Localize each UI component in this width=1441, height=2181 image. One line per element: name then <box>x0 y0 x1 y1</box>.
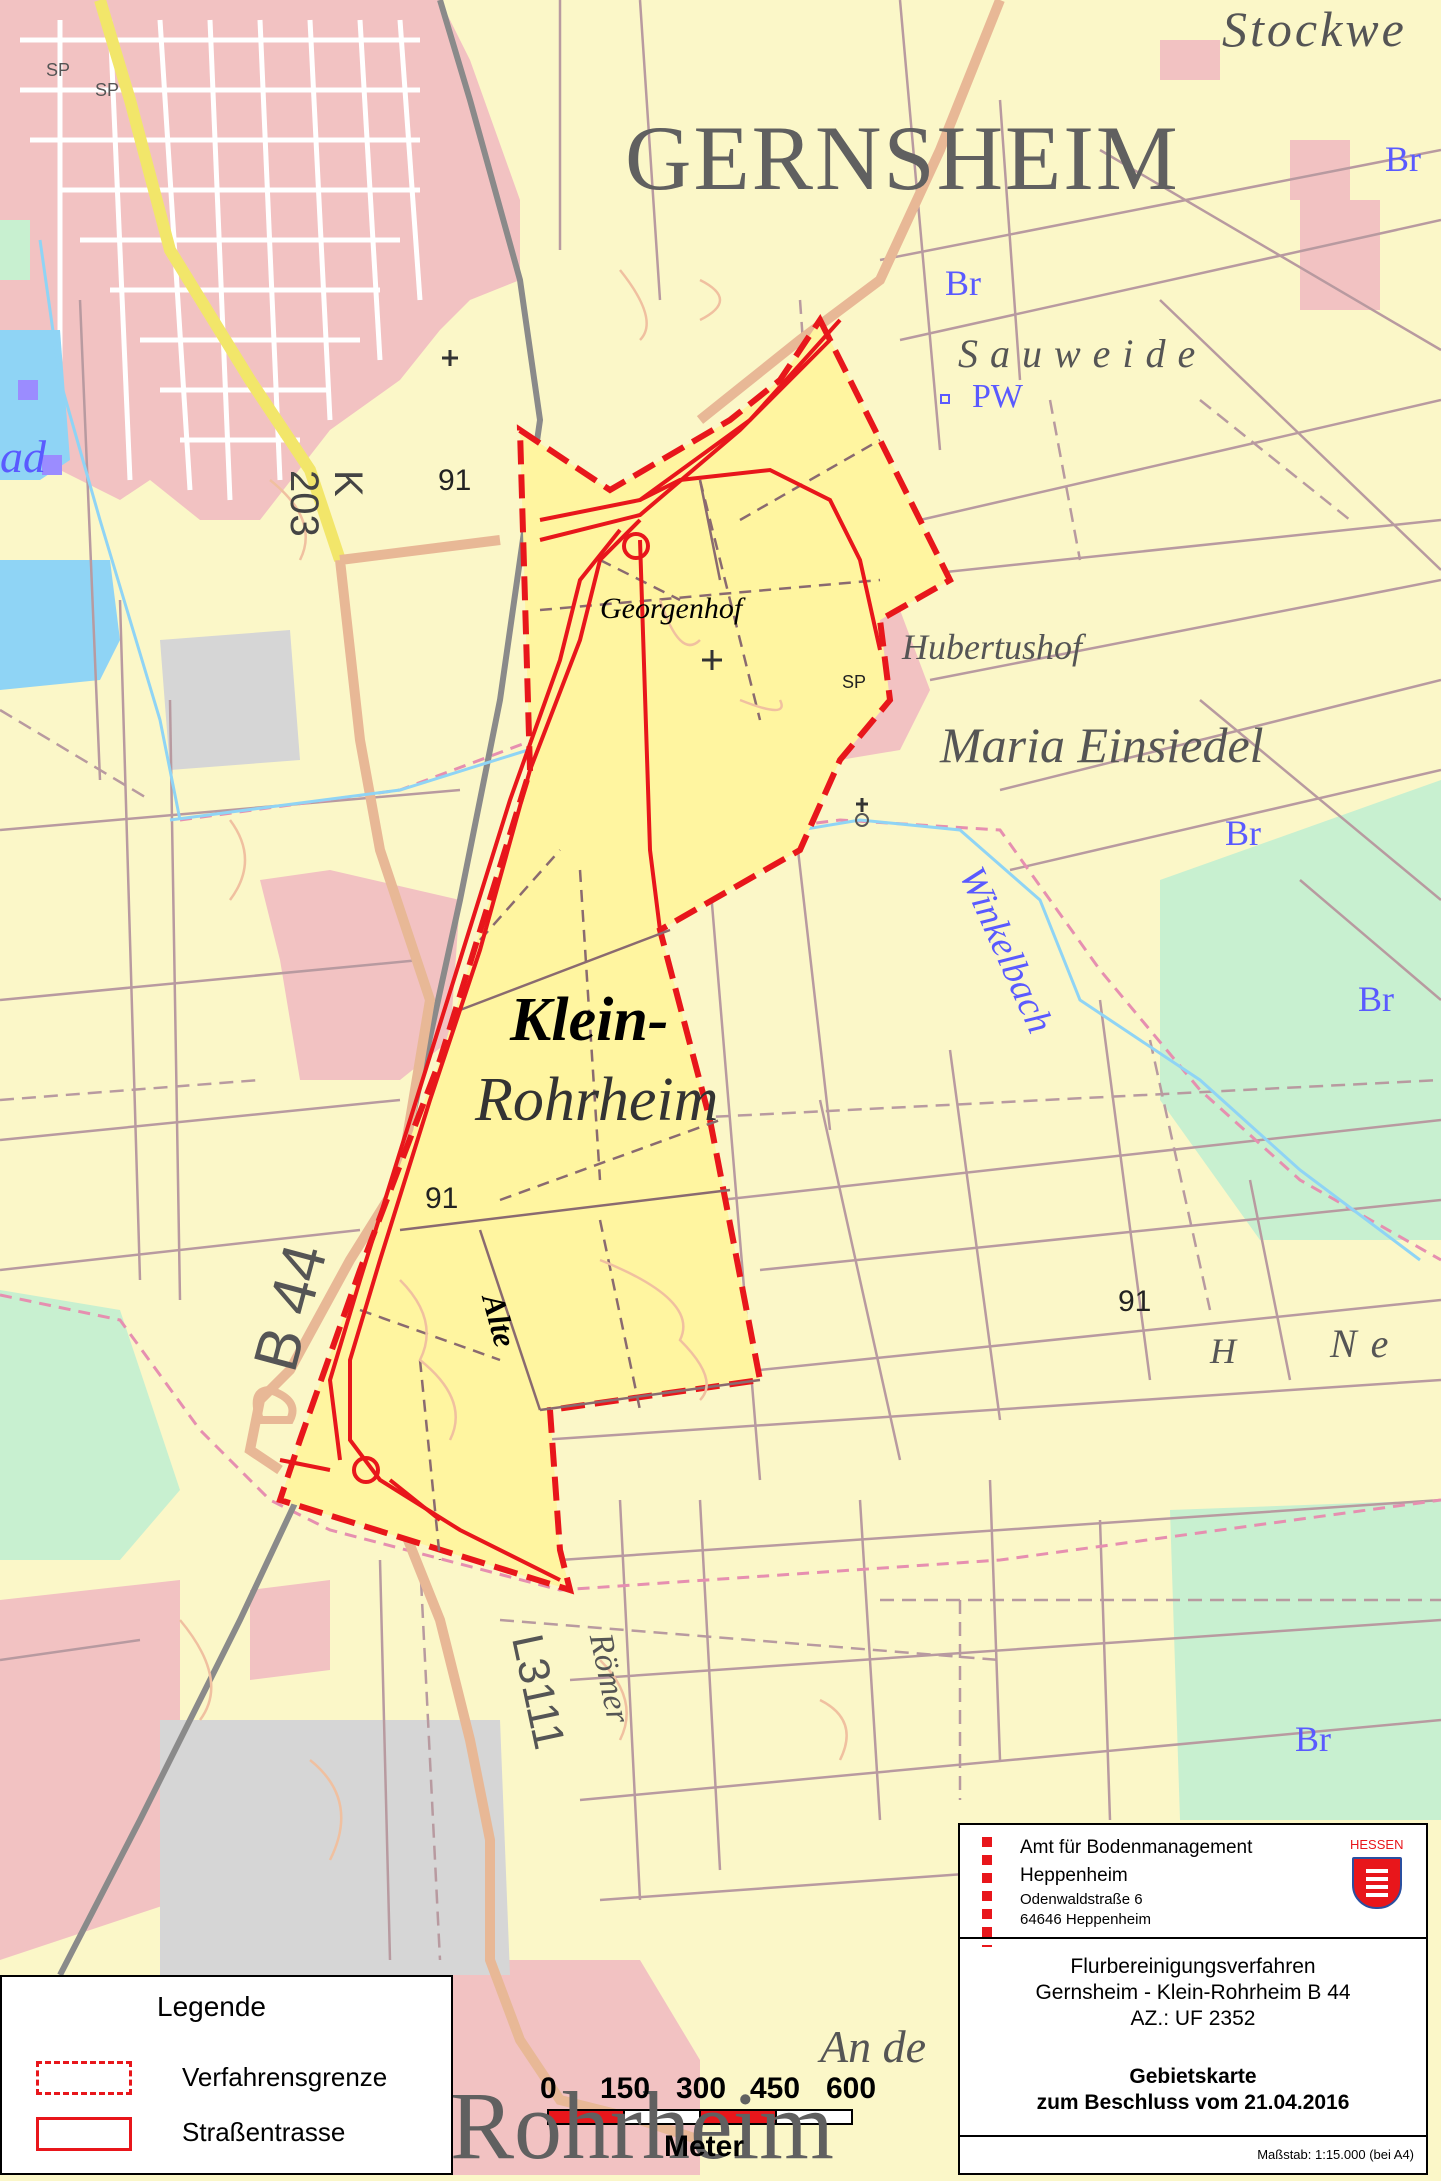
place-label-ne: Ne <box>1330 1321 1403 1366</box>
chapel-symbol <box>855 813 869 827</box>
scale-tick-600: 600 <box>826 2072 877 2105</box>
forest-southeast <box>1170 1500 1441 1820</box>
settlement-patch <box>1300 200 1380 310</box>
scale-tick-450: 450 <box>750 2072 801 2105</box>
label-sp: SP <box>95 80 120 100</box>
settlement-southwest <box>0 1580 180 1960</box>
place-label-hubertushof: Hubertushof <box>902 627 1082 667</box>
area-parcels <box>359 438 881 1561</box>
place-label-maria-einsiedel: Maria Einsiedel <box>940 717 1264 773</box>
road-north <box>696 0 1005 424</box>
place-label-ad: ad <box>0 431 46 482</box>
place-label-h: H <box>1210 1331 1236 1371</box>
contour-lines <box>179 269 848 1861</box>
project-name: Gernsheim - Klein-Rohrheim B 44 <box>1035 1981 1351 2004</box>
map-type: Gebietskarte <box>1129 2065 1257 2088</box>
info-divider <box>960 1937 1426 1939</box>
office-location: Heppenheim <box>1020 1865 1128 1886</box>
road-loop <box>252 1385 297 1424</box>
dashed-paths <box>0 299 1441 1961</box>
industrial-area <box>160 630 300 770</box>
forest-west <box>0 1290 180 1560</box>
water-marker <box>42 455 62 475</box>
office-logo-dots <box>982 1837 992 1947</box>
place-label-rohrheim: Rohrheim <box>475 1066 719 1134</box>
stream-west <box>38 239 182 821</box>
office-city: 64646 Heppenheim <box>1020 1911 1151 1928</box>
file-reference: AZ.: UF 2352 <box>1130 2007 1256 2030</box>
decision-date: zum Beschluss vom 21.04.2016 <box>1036 2091 1350 2114</box>
settlement-patch <box>1160 40 1220 80</box>
place-label-sauweide: Sauweide <box>958 331 1208 376</box>
info-panel: Amt für Bodenmanagement Heppenheim Odenw… <box>958 1823 1428 2175</box>
place-label-klein: Klein- <box>510 986 669 1054</box>
place-label-gernsheim: GERNSHEIM <box>625 107 1180 209</box>
road-k203 <box>94 0 346 562</box>
label-sp: SP <box>46 60 71 80</box>
info-divider <box>960 2135 1426 2137</box>
label-91: 91 <box>1118 1285 1152 1318</box>
pump-symbol <box>940 394 950 404</box>
road-corridor <box>279 318 882 1582</box>
scale-unit: Meter <box>664 2130 745 2163</box>
procedure-boundary <box>276 314 954 1595</box>
scale-tick-0: 0 <box>540 2072 557 2105</box>
scale-note: Maßstab: 1:15.000 (bei A4) <box>1257 2147 1414 2162</box>
lake <box>0 330 70 480</box>
scale-bar-graphic <box>547 2109 853 2125</box>
label-br: Br <box>1225 813 1261 853</box>
settlement-west <box>260 870 460 1080</box>
railway <box>57 0 544 1977</box>
legend-label-verfahrensgrenze: Verfahrensgrenze <box>182 2062 388 2092</box>
place-label-stockwe: Stockwe <box>1222 1 1407 57</box>
office-street: Odenwaldstraße 6 <box>1020 1891 1143 1908</box>
scale-tick-300: 300 <box>676 2072 727 2105</box>
scale-tick-150: 150 <box>600 2072 651 2105</box>
procedure-type: Flurbereinigungsverfahren <box>1070 1955 1316 1978</box>
label-91: 91 <box>438 464 472 497</box>
legend-label-strassentrasse: Straßentrasse <box>182 2117 346 2147</box>
hessen-coat-of-arms-icon <box>1352 1857 1402 1909</box>
chapel-symbol <box>442 350 868 812</box>
place-label-an-de: An de <box>820 2021 927 2072</box>
forest-patch <box>0 220 30 280</box>
lake <box>0 560 120 690</box>
area-field-lines <box>399 479 761 1412</box>
water-marker <box>18 380 38 400</box>
parcel-lines <box>0 0 1441 1961</box>
forest-east <box>1160 780 1441 1240</box>
settlement-patch <box>250 1580 330 1680</box>
label-br: Br <box>945 263 981 303</box>
legend: Legende Verfahrensgrenze Straßentrasse <box>0 1975 453 2175</box>
place-label-rohrheim-bottom: Rohrheim <box>450 2072 834 2179</box>
place-label-georgenhof: Georgenhof <box>600 592 743 625</box>
office-name: Amt für Bodenmanagement <box>1020 1837 1253 1858</box>
legend-symbol-dashed-rect <box>36 2061 132 2095</box>
road-label-k: K <box>326 470 370 497</box>
label-91: 91 <box>425 1182 459 1215</box>
road-label-203: 203 <box>282 470 326 537</box>
hessen-label: HESSEN <box>1350 1837 1404 1852</box>
legend-symbol-solid-rect <box>36 2117 132 2151</box>
label-br: Br <box>1358 979 1394 1019</box>
label-br: Br <box>1385 139 1421 179</box>
label-br: Br <box>1295 1719 1331 1759</box>
legend-title: Legende <box>157 1991 267 2022</box>
label-pw: PW <box>972 378 1023 415</box>
label-sp: SP <box>842 672 867 692</box>
